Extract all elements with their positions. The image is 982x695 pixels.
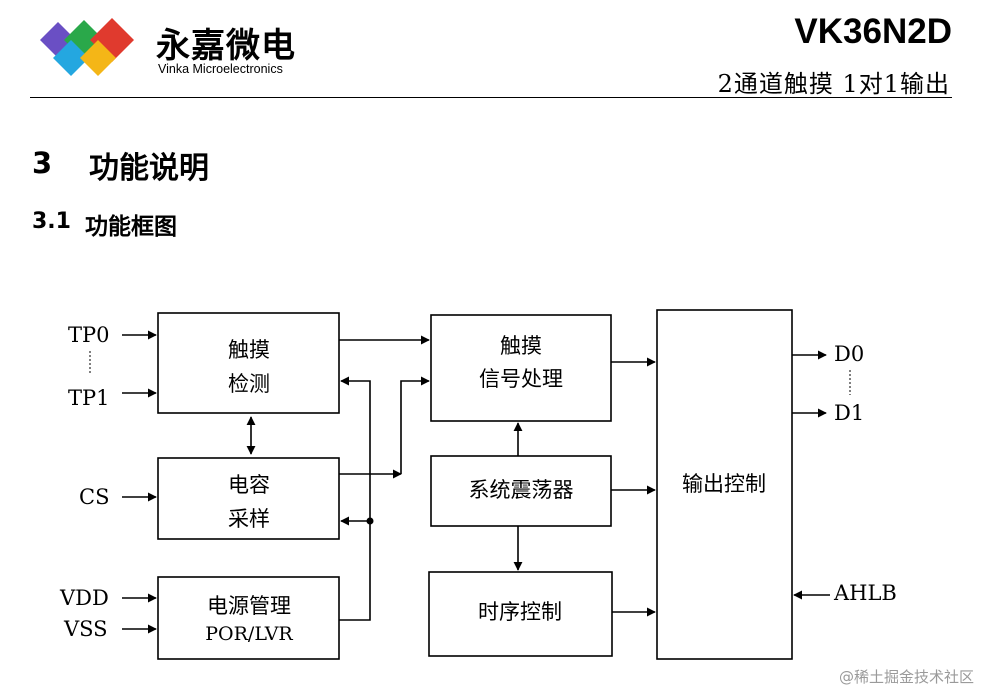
junction-dot — [366, 517, 374, 525]
block-touch-detect — [157, 312, 340, 414]
logo-diamond-blue — [53, 40, 89, 76]
label-cap-sample-1: 电容 — [228, 473, 270, 497]
pin-cs: CS — [79, 485, 109, 509]
model-number: VK36N2D — [794, 12, 952, 51]
label-touch-detect-1: 触摸 — [228, 338, 270, 362]
arrow-power-to-detect — [339, 376, 371, 621]
product-subtitle: 2通道触摸 1对1输出 — [717, 70, 950, 98]
block-output-control — [656, 309, 793, 660]
subsection-title: 功能框图 — [85, 214, 177, 240]
label-oscillator: 系统震荡器 — [469, 478, 574, 502]
block-timing-control — [428, 571, 613, 657]
pin-tp1: TP1 — [68, 386, 110, 410]
logo-chinese-name: 永嘉微电 — [156, 26, 296, 66]
pin-vss: VSS — [63, 617, 108, 641]
pin-tp0: TP0 — [68, 323, 110, 347]
header-divider — [30, 97, 952, 98]
label-power-1: 电源管理 — [207, 594, 291, 618]
block-signal-processing — [430, 314, 612, 422]
block-cap-sample — [157, 457, 340, 540]
watermark-text: @稀土掘金技术社区 — [838, 668, 974, 686]
vinka-logo — [40, 18, 134, 76]
pin-vdd: VDD — [59, 586, 109, 610]
label-power-2: POR/LVR — [205, 623, 293, 645]
label-signal-proc-1: 触摸 — [500, 334, 542, 358]
label-output-control: 输出控制 — [682, 472, 766, 496]
block-power-management — [157, 576, 340, 660]
arrow-sample-to-signal — [400, 376, 430, 474]
block-oscillator — [430, 455, 612, 527]
label-signal-proc-2: 信号处理 — [479, 367, 563, 391]
label-timing: 时序控制 — [478, 600, 562, 624]
section-title: 功能说明 — [89, 151, 209, 186]
pin-d0: D0 — [834, 342, 864, 366]
label-cap-sample-2: 采样 — [228, 507, 270, 531]
label-touch-detect-2: 检测 — [228, 372, 270, 396]
logo-english-name: Vinka Microelectronics — [158, 62, 283, 76]
subsection-number: 3.1 — [32, 209, 71, 234]
pin-ahlb: AHLB — [833, 581, 897, 605]
logo-diamond-yellow — [80, 40, 116, 76]
section-number: 3 — [32, 146, 53, 180]
pin-d1: D1 — [834, 401, 864, 425]
